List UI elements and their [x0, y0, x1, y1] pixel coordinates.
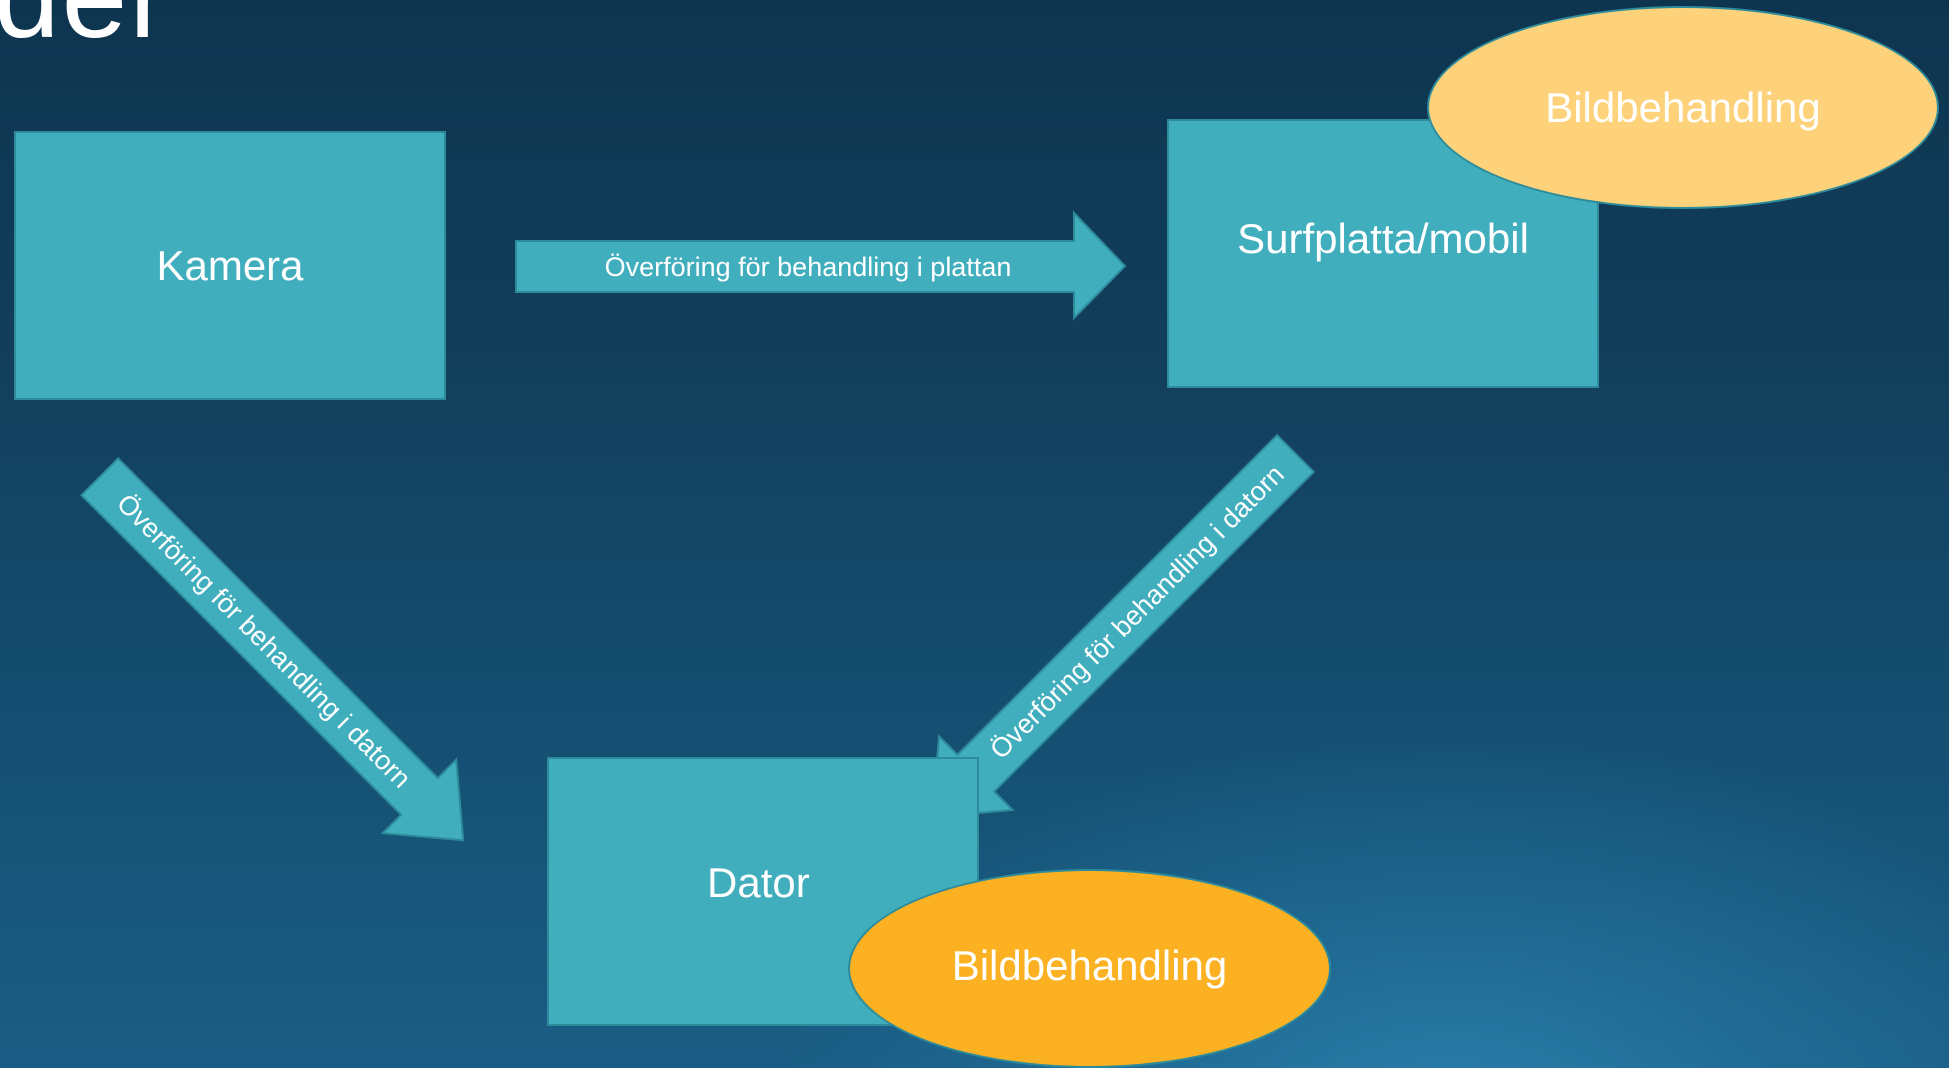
node-surfplatta-label: Surfplatta/mobil — [1237, 214, 1529, 262]
badge-bottom-label: Bildbehandling — [951, 941, 1228, 989]
arrow-label-plattan: Överföring för behandling i plattan — [605, 252, 1012, 282]
node-dator-label: Dator — [707, 858, 810, 906]
badge-bildbehandling-top: Bildbehandling — [1427, 6, 1939, 209]
node-kamera: Kamera — [14, 131, 446, 400]
arrow-label-datorn-2: Överföring för behandling i datorn — [984, 459, 1290, 765]
arrow-kamera-to-dator: Överföring för behandling i datorn — [80, 457, 465, 842]
badge-bildbehandling-bottom: Bildbehandling — [848, 869, 1331, 1068]
node-kamera-label: Kamera — [156, 241, 304, 289]
arrow-kamera-to-surfplatta: Överföring för behandling i plattan — [515, 210, 1127, 321]
slide-title-fragment: der — [0, 0, 171, 56]
arrow-label-datorn-1: Överföring för behandling i datorn — [111, 488, 417, 794]
badge-top-label: Bildbehandling — [1545, 83, 1821, 131]
